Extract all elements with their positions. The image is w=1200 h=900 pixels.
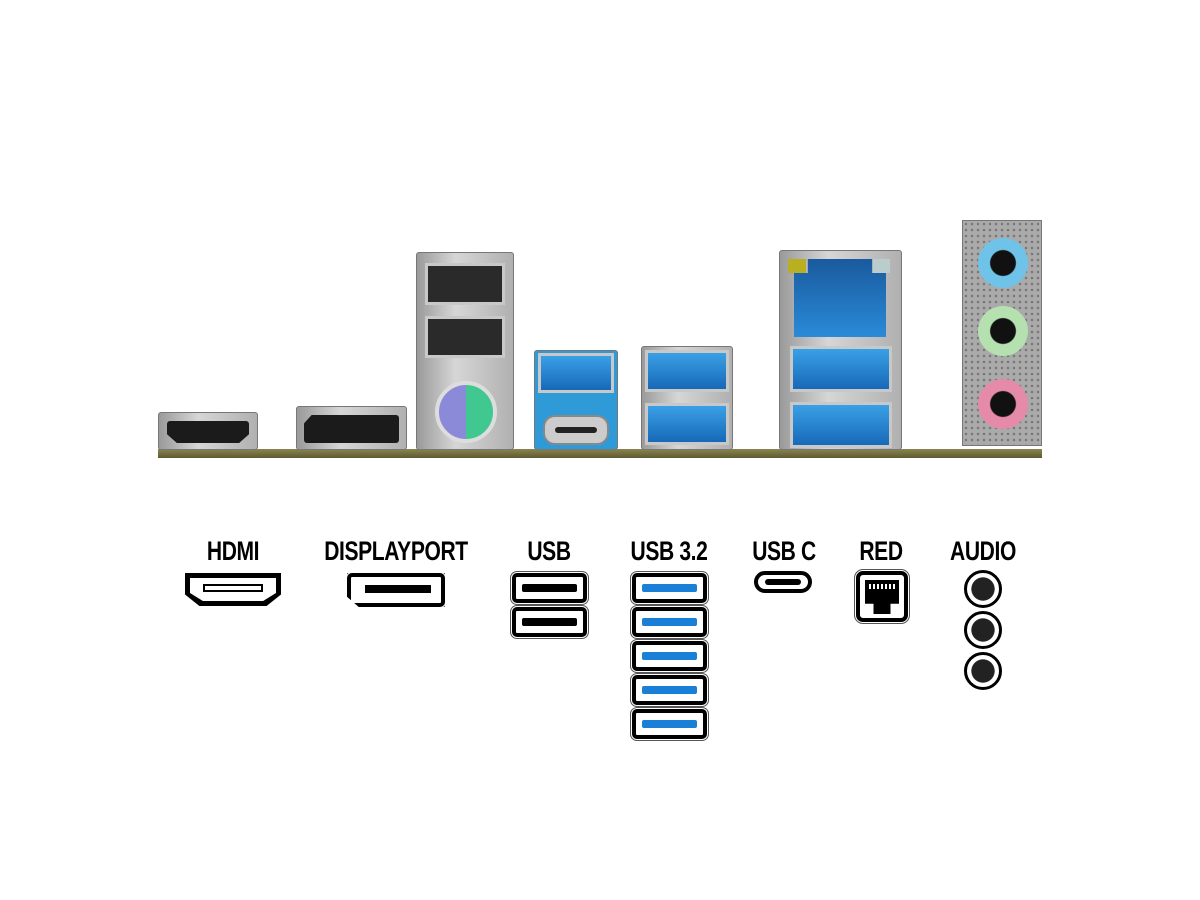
audio-jack-green: [978, 306, 1028, 356]
audio-panel: [962, 220, 1042, 446]
usb32-icon: [632, 641, 707, 671]
hdmi-port: [158, 412, 258, 450]
hdmi-icon: [185, 573, 281, 606]
audio-jack-pink: [978, 379, 1028, 429]
label-audio: AUDIO: [950, 536, 1016, 566]
led-yellow: [788, 259, 806, 273]
ethernet-icon: [856, 571, 908, 622]
audio-jack-blue: [978, 238, 1028, 288]
audio-jack-icon: [964, 611, 1002, 649]
rj45-port: [794, 259, 886, 337]
label-usb32: USB 3.2: [630, 536, 708, 566]
usb32-icon: [632, 675, 707, 705]
displayport-port: [296, 406, 407, 450]
usb32-icon: [632, 607, 707, 637]
usb-c-icon: [754, 571, 812, 593]
led-clear: [872, 259, 890, 273]
pcb-edge: [158, 449, 1042, 458]
usb3-port: [790, 402, 892, 448]
usb2-port: [425, 263, 505, 305]
usb3-port: [538, 353, 614, 393]
usb3-port: [790, 346, 892, 392]
ps2-port: [435, 381, 497, 443]
audio-jack-icon: [964, 570, 1002, 608]
usb32-icon: [632, 573, 707, 603]
label-red: RED: [859, 536, 903, 566]
label-displayport: DISPLAYPORT: [324, 536, 468, 566]
usb3-port: [645, 350, 729, 392]
label-hdmi: HDMI: [206, 536, 260, 566]
audio-jack-icon: [964, 652, 1002, 690]
label-usbc: USB C: [752, 536, 816, 566]
usb-c-port: [543, 415, 609, 445]
usb2-port: [425, 316, 505, 358]
usb2-ps2-stack: [416, 252, 514, 450]
usb-icon: [512, 607, 587, 637]
usb-a-usb-c-stack: [534, 350, 618, 450]
usb3-stack: [641, 346, 733, 450]
usb-icon: [512, 573, 587, 603]
usb3-port: [645, 403, 729, 445]
lan-usb-stack: [779, 250, 902, 450]
displayport-icon: [347, 573, 445, 607]
label-usb: USB: [527, 536, 571, 566]
usb32-icon: [632, 709, 707, 739]
